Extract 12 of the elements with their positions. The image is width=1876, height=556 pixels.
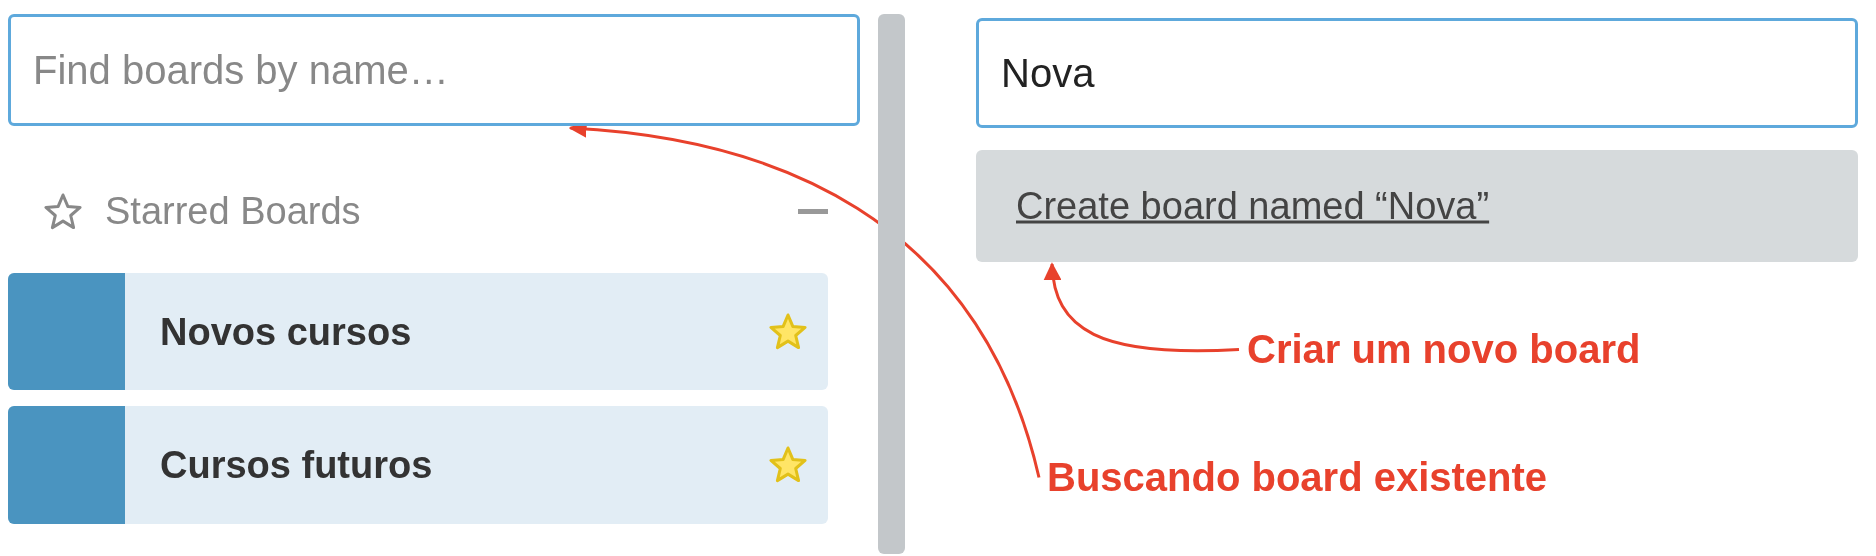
input-field: Nova <box>976 18 1858 128</box>
suggestion-item <box>976 150 1858 262</box>
section-heading: Starred Boards <box>105 190 361 233</box>
annotation-text: Buscando board existente <box>1047 455 1548 500</box>
board-title: Novos cursos <box>160 310 412 353</box>
input-field: Find boards by name… <box>8 14 860 126</box>
board-title: Cursos futuros <box>160 443 433 487</box>
arrow <box>1044 262 1240 353</box>
board-item <box>8 273 828 390</box>
create-board-link: Create board named “Nova” <box>1016 184 1490 228</box>
board-item <box>8 406 828 524</box>
annotation-text: Criar um novo board <box>1247 327 1641 372</box>
